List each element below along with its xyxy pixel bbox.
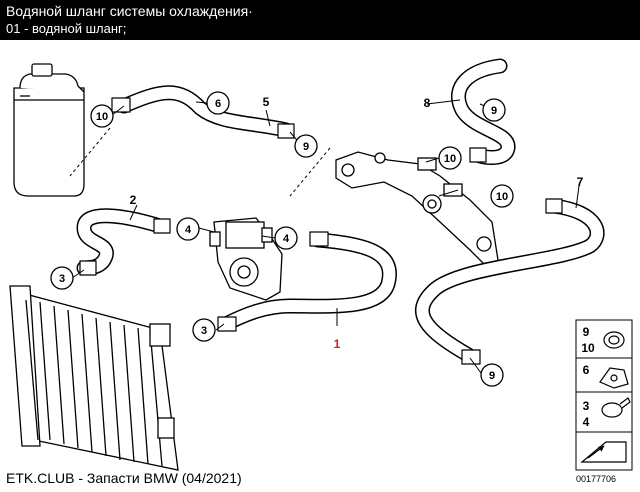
- svg-text:7: 7: [577, 175, 584, 189]
- legend-row3-bottom: 4: [583, 415, 590, 429]
- svg-text:4: 4: [185, 224, 192, 236]
- svg-text:6: 6: [215, 98, 221, 110]
- svg-text:9: 9: [491, 105, 497, 117]
- radiator: [9, 285, 179, 471]
- callout-3a: 3: [50, 266, 74, 290]
- svg-text:10: 10: [444, 153, 456, 165]
- callout-6: 6: [206, 91, 230, 115]
- spring-clamp-icon: [601, 397, 631, 418]
- callout-4b: 4: [274, 226, 298, 250]
- legend-row2: 6: [583, 363, 590, 377]
- arrow-icon: [580, 441, 627, 463]
- hose-8: [451, 58, 516, 166]
- page-title: Водяной шланг системы охлаждения·: [6, 3, 253, 19]
- svg-text:10: 10: [96, 111, 108, 123]
- svg-text:2: 2: [130, 193, 137, 207]
- callout-9b: 9: [482, 98, 506, 122]
- callout-2: 2: [130, 193, 137, 207]
- callout-10a: 10: [90, 104, 114, 128]
- svg-text:8: 8: [424, 96, 431, 110]
- water-pump: [209, 217, 283, 301]
- guide-lines: [69, 127, 331, 197]
- parts-legend: 9 10 6 3 4: [575, 319, 633, 471]
- hose-5: [111, 85, 295, 139]
- callout-9a: 9: [294, 134, 318, 158]
- svg-text:9: 9: [489, 370, 495, 382]
- callout-3b: 3: [192, 318, 216, 342]
- header-bar: Водяной шланг системы охлаждения· 01 - в…: [0, 0, 640, 40]
- hose-2: [76, 208, 171, 276]
- legend-row1-top: 9: [583, 325, 590, 339]
- parts-diagram: 10 6 5 9 8 9 10 10 2 4 4 3 7: [9, 58, 633, 471]
- svg-text:4: 4: [283, 233, 290, 245]
- expansion-tank: [13, 63, 85, 197]
- legend-row1-bottom: 10: [581, 341, 595, 355]
- callout-9c: 9: [480, 363, 504, 387]
- callout-1: 1: [334, 337, 341, 351]
- footer-source: ETK.CLUB - Запасти BMW (04/2021): [6, 470, 242, 486]
- page-subtitle: 01 - водяной шланг;: [6, 21, 127, 36]
- svg-text:3: 3: [201, 325, 207, 337]
- image-code: 00177706: [576, 474, 617, 484]
- callout-5: 5: [263, 95, 270, 109]
- hose-clamp-icon: [603, 331, 625, 349]
- svg-text:5: 5: [263, 95, 270, 109]
- svg-text:3: 3: [59, 273, 65, 285]
- hose-7: [415, 198, 605, 365]
- svg-text:9: 9: [303, 141, 309, 153]
- legend-row3-top: 3: [583, 399, 590, 413]
- leader-lines: [71, 99, 580, 374]
- clip-icon: [599, 367, 629, 389]
- callout-4a: 4: [176, 217, 200, 241]
- svg-text:10: 10: [496, 191, 508, 203]
- svg-text:1: 1: [334, 337, 341, 351]
- callout-8: 8: [424, 96, 431, 110]
- callout-7: 7: [577, 175, 584, 189]
- callout-10c: 10: [490, 184, 514, 208]
- callout-10b: 10: [438, 146, 462, 170]
- hose-1: [217, 231, 397, 332]
